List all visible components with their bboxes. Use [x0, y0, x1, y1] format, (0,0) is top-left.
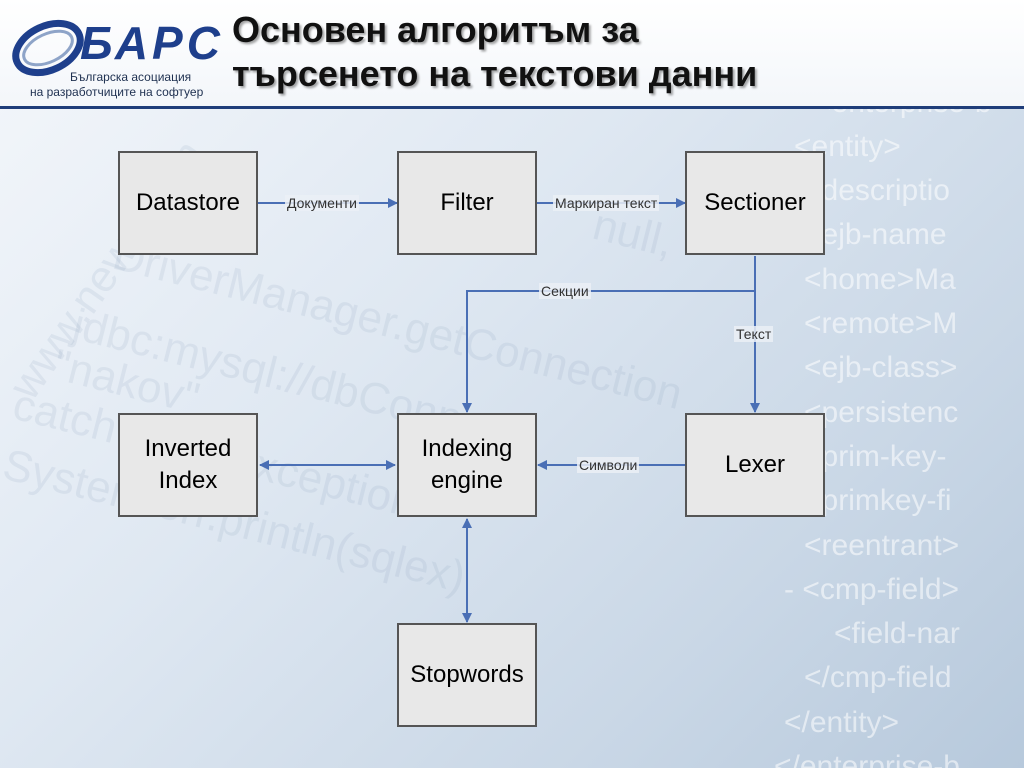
node-label: Stopwords: [410, 661, 524, 688]
edge-label-text: Текст: [734, 326, 774, 342]
logo-subtitle: Българска асоциация: [70, 70, 192, 84]
node-label: Sectioner: [704, 189, 806, 216]
node-label: engine: [430, 467, 504, 494]
node-label: Index: [158, 467, 218, 494]
logo-subtitle: на разработчиците на софтуер: [30, 85, 204, 99]
node-label: Indexing: [421, 435, 513, 462]
node-label: Datastore: [135, 189, 241, 216]
node-label: Inverted: [144, 435, 232, 462]
node-datastore: Datastore: [118, 151, 258, 255]
edge-label-documents: Документи: [285, 195, 359, 211]
logo-wordmark: БАРС: [80, 17, 224, 69]
edge-label-marked-text: Маркиран текст: [553, 195, 660, 211]
edge-label-symbols: Символи: [577, 457, 640, 473]
node-lexer: Lexer: [685, 413, 825, 517]
node-label: Filter: [440, 189, 494, 216]
title-line: Основен алгоритъм за: [232, 9, 639, 50]
edge-sectioner-indexing: [462, 256, 756, 413]
node-inverted-index: Inverted Index: [118, 413, 258, 517]
header-divider: [0, 106, 1024, 109]
edge-label-sections: Секции: [539, 283, 591, 299]
slide-title: Основен алгоритъм за търсенето на тексто…: [232, 8, 757, 96]
node-label: Lexer: [724, 451, 786, 478]
bars-logo: БАРС Българска асоциация на разработчици…: [8, 6, 220, 102]
title-bar: БАРС Българска асоциация на разработчици…: [0, 0, 1024, 109]
node-indexing-engine: Indexing engine: [397, 413, 537, 517]
node-sectioner: Sectioner: [685, 151, 825, 255]
node-stopwords: Stopwords: [397, 623, 537, 727]
node-filter: Filter: [397, 151, 537, 255]
title-line: търсенето на текстови данни: [232, 53, 758, 94]
logo-swoosh-icon: [12, 19, 84, 77]
